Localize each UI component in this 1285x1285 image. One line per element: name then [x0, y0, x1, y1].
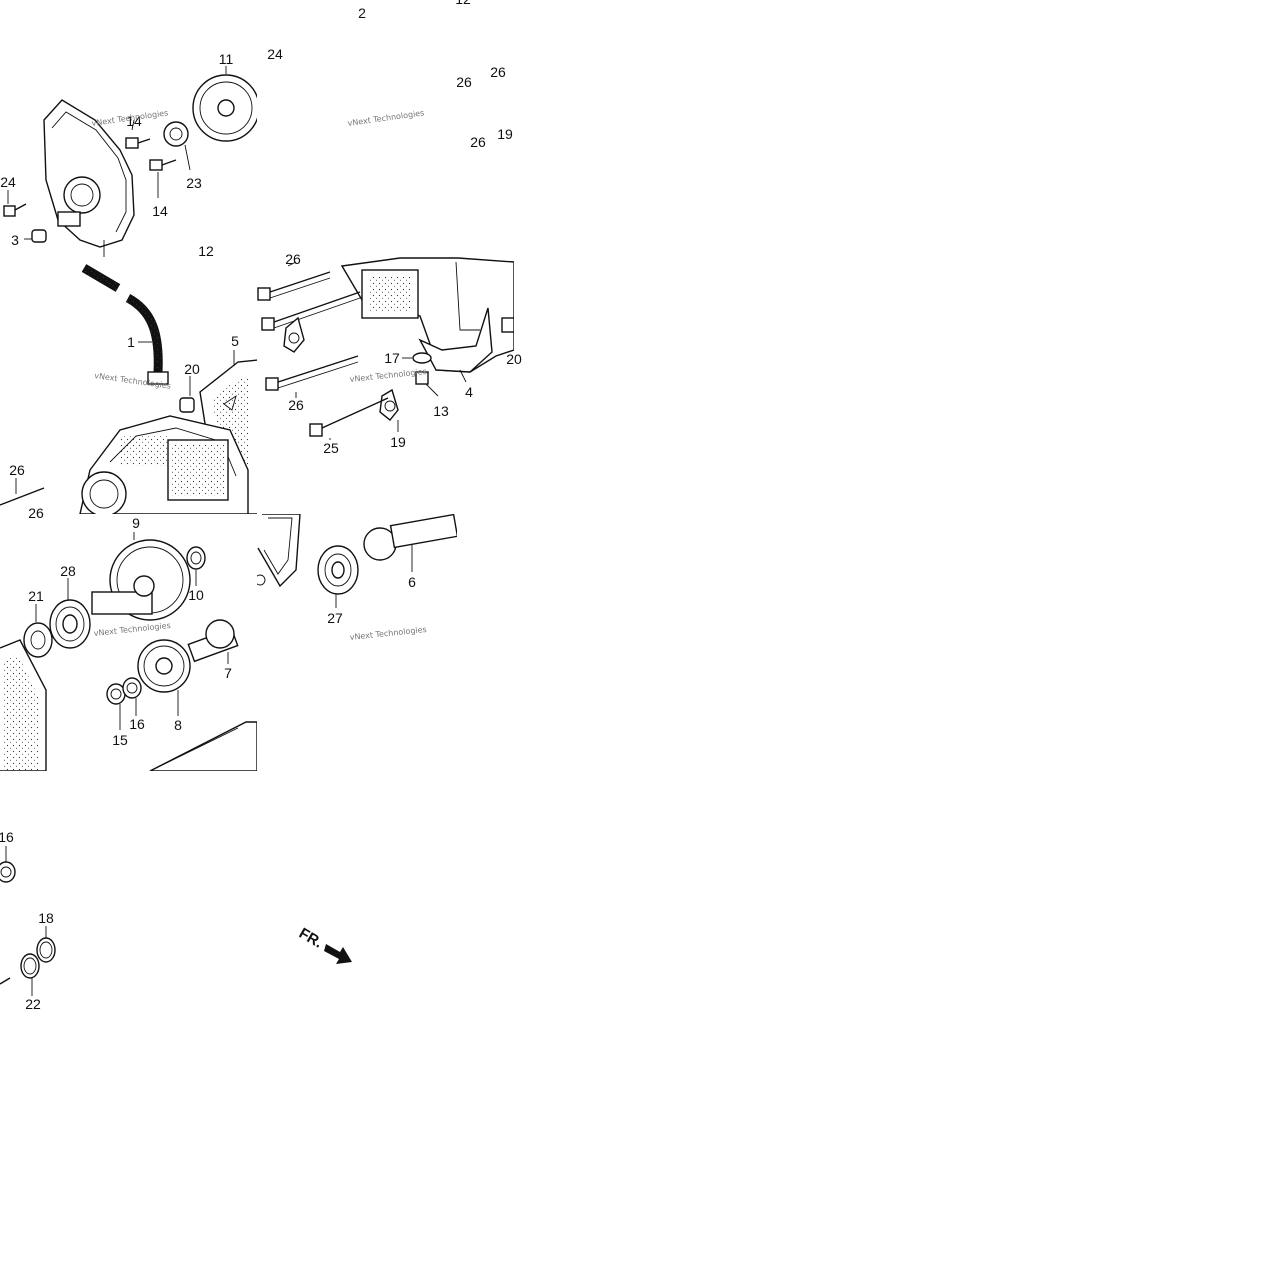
callout-12b: 12 [198, 243, 214, 259]
washer-10 [186, 546, 206, 586]
ring-18 [36, 926, 56, 963]
callout-24b: 24 [0, 174, 16, 190]
gear-9 [91, 532, 191, 621]
callout-22: 22 [25, 996, 41, 1012]
gear-8 [137, 639, 191, 716]
tile-middle-center [257, 257, 514, 440]
callout-2a: 2 [358, 5, 366, 21]
sprocket-11 [192, 66, 257, 142]
callout-18: 18 [38, 910, 54, 926]
front-direction-indicator: FR. [296, 925, 352, 964]
main-shaft [149, 721, 257, 771]
callout-17: 17 [384, 350, 400, 366]
bolt-24-upper [268, 4, 293, 42]
callout-26f: 26 [9, 462, 25, 478]
studs-26-lower-left [0, 478, 45, 506]
callout-25: 25 [323, 440, 339, 456]
callout-26a: 26 [456, 74, 472, 90]
case-cover [340, 257, 514, 373]
callout-20a: 20 [184, 361, 200, 377]
cable-clamp [283, 316, 305, 353]
callout-26c: 26 [470, 134, 486, 150]
crankcase [79, 415, 249, 514]
callout-26g: 26 [28, 505, 44, 521]
callout-26d: 26 [285, 251, 301, 267]
tile-lower-left [0, 532, 257, 771]
gear-cover [43, 99, 135, 248]
front-indicator-label: FR. [296, 925, 325, 952]
ring-22 [20, 953, 40, 996]
callout-27: 27 [327, 610, 343, 626]
watermark-6: vNext Technologies [349, 625, 427, 642]
bearing-27 [317, 545, 359, 608]
callout-14a: 14 [126, 113, 142, 129]
callout-28: 28 [60, 563, 76, 579]
callout-13: 13 [433, 403, 449, 419]
callout-7: 7 [224, 665, 232, 681]
callout-1: 1 [127, 334, 135, 350]
seal-21 [23, 604, 53, 658]
callout-16b: 16 [0, 829, 14, 845]
callout-23: 23 [186, 175, 202, 191]
bolt-14-a [125, 137, 151, 149]
tile-lower-center [257, 514, 457, 608]
washer-16-loose [0, 846, 16, 883]
callout-24a: 24 [267, 46, 283, 62]
callout-21: 21 [28, 588, 44, 604]
fitting-13 [415, 371, 439, 397]
gasket-edge [257, 514, 301, 588]
watermark-5: vNext Technologies [93, 621, 171, 638]
plug-3 [24, 229, 47, 243]
dowel-pin-20 [179, 376, 195, 413]
callout-19b: 19 [390, 434, 406, 450]
callout-10: 10 [188, 587, 204, 603]
gasket-lower-left [0, 639, 47, 771]
callout-26e: 26 [288, 397, 304, 413]
callout-labels: 2 11 24 12 26 26 26 19 14 14 23 24 3 12 … [0, 0, 522, 1012]
bolt-24-left [3, 190, 27, 217]
callout-8: 8 [174, 717, 182, 733]
callout-3: 3 [11, 232, 19, 248]
callout-20b: 20 [506, 351, 522, 367]
breather-tube-1 [81, 264, 169, 385]
watermark-2: vNext Technologies [347, 108, 425, 128]
callout-5: 5 [231, 333, 239, 349]
callout-9: 9 [132, 515, 140, 531]
callout-4: 4 [465, 384, 473, 400]
callout-19a: 19 [497, 126, 513, 142]
callout-14b: 14 [152, 203, 168, 219]
callout-12a: 12 [455, 0, 471, 7]
clamp-19 [379, 388, 399, 432]
callout-15: 15 [112, 732, 128, 748]
shaft-6 [363, 514, 457, 572]
bolt-14-b [149, 159, 177, 198]
bearing-28 [49, 578, 91, 649]
tile-middle-left [0, 264, 257, 514]
washer-15 [106, 683, 126, 730]
front-arrow-icon [324, 944, 352, 964]
callout-6: 6 [408, 574, 416, 590]
washer-17 [402, 352, 432, 364]
callout-11: 11 [219, 51, 234, 67]
callout-26b: 26 [490, 64, 506, 80]
shaft-7 [187, 619, 239, 664]
long-bolts-26 [257, 261, 361, 398]
tile-top-left [3, 4, 293, 257]
washer-23 [163, 121, 191, 171]
bolt-25 [309, 397, 389, 440]
callout-16a: 16 [129, 716, 145, 732]
washer-16 [122, 677, 142, 716]
